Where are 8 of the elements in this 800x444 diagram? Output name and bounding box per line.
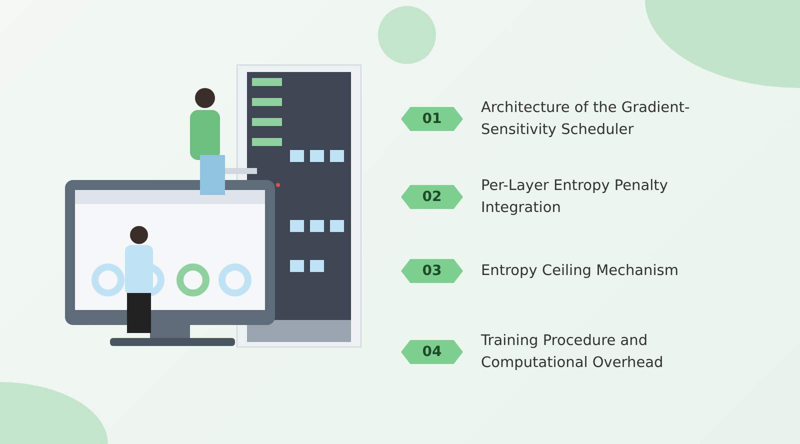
- hexagon-badge: 02: [401, 185, 463, 209]
- hexagon-badge: 01: [401, 107, 463, 131]
- agenda-item-text: Entropy Ceiling Mechanism: [481, 262, 680, 281]
- hexagon-badge: 03: [401, 259, 463, 283]
- agenda-item-text: Per-Layer Entropy Penalty Integration: [481, 177, 669, 218]
- agenda-item-text: Architecture of the Gradient-Sensitivity Scheduler: [481, 99, 691, 140]
- agenda-item-text: Training Procedure and Computational Overhead: [481, 332, 664, 373]
- hexagon-badge: 04: [401, 340, 463, 364]
